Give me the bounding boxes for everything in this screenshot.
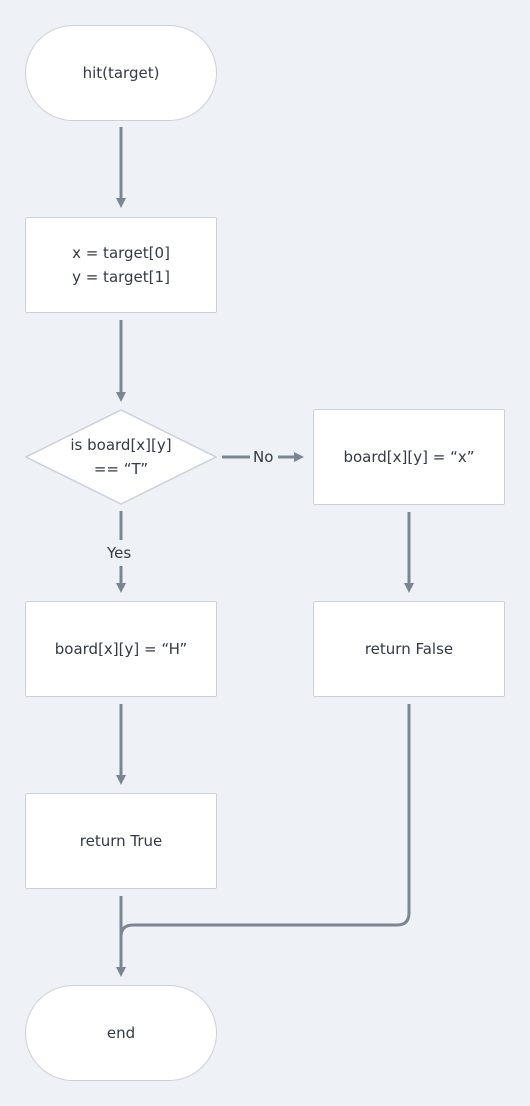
end-node: end [25,985,217,1081]
return-false-label: return False [364,640,454,658]
return-true-label: return True [79,832,163,850]
decision-diamond-shape [25,409,217,505]
decision-node-label: is board[x][y] == “T” [70,436,172,478]
edge-label-yes: Yes [107,543,132,563]
assign-xy-node: x = target[0] y = target[1] [25,217,217,313]
start-node-label: hit(target) [82,64,160,82]
decision-node: is board[x][y] == “T” [25,409,217,505]
return-false-node: return False [313,601,505,697]
assign-xy-label: x = target[0] y = target[1] [72,244,170,286]
edge-label-no: No [253,447,274,467]
return-true-node: return True [25,793,217,889]
connector-return-false-to-end [119,704,411,938]
end-node-label: end [106,1024,136,1042]
start-node: hit(target) [25,25,217,121]
set-miss-label: board[x][y] = “x” [343,448,475,466]
set-hit-label: board[x][y] = “H” [54,640,188,658]
set-miss-node: board[x][y] = “x” [313,409,505,505]
set-hit-node: board[x][y] = “H” [25,601,217,697]
